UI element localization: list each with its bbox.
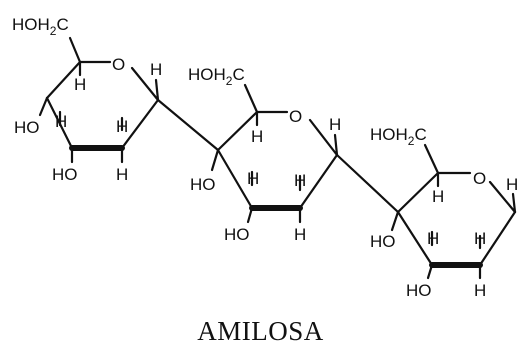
ring3-h-c1-label: H: [506, 175, 518, 194]
ring3-hoh2c-label: HOH2C: [370, 125, 427, 148]
glucose-ring-3: HOH2C O H H HO H H HO H: [370, 125, 518, 300]
ring1-ch2oh-bond: [68, 36, 82, 64]
ring3-h-c2b-label: H: [474, 281, 486, 300]
ring2-o-label: O: [289, 107, 302, 126]
ring3-bond-c4-c5: [396, 171, 440, 214]
ring1-bond-c1-c2: [120, 98, 160, 150]
ring1-ho-c3-label: HO: [52, 165, 78, 184]
ring2-h-c1-label: H: [329, 115, 341, 134]
ring3-ho-c3-bond: [426, 263, 434, 280]
diagram-caption: AMILOSA: [197, 316, 324, 346]
ring3-ch2oh-bond: [423, 143, 440, 175]
ring3-h-c1-bond: [511, 192, 517, 214]
ring1-ho-c4-bond: [38, 96, 49, 117]
ring1-h-c4-label: H: [55, 112, 67, 131]
ring1-bond-c4-c5: [45, 60, 82, 100]
glucose-ring-1: HOH2C O H H HO H H HO H: [12, 15, 162, 184]
ring2-h-c5-label: H: [251, 127, 263, 146]
ring2-hoh2c-label: HOH2C: [188, 65, 245, 88]
ring3-bond-c1-c2: [478, 210, 517, 267]
ring3-ho-c4-label: HO: [370, 232, 396, 251]
ring1-h-c1-label: H: [150, 60, 162, 79]
ring2-bond-o-c1: [308, 118, 339, 157]
ring3-h-c3-label: H: [427, 229, 439, 248]
glycosidic-bond-2: [335, 153, 400, 214]
ring2-ch2oh-bond: [243, 83, 259, 114]
ring3-bond-o-c1: [488, 180, 517, 214]
ring1-hoh2c-label: HOH2C: [12, 15, 69, 38]
ring3-bond-c3-c4: [396, 210, 434, 267]
ring1-h-c5-label: H: [74, 75, 86, 94]
ring1-bond-o-c1: [130, 66, 160, 102]
ring1-ho-c4-label: HO: [14, 118, 40, 137]
glucose-ring-2: HOH2C O H H HO H H HO H: [188, 65, 341, 244]
ring2-ho-c3-label: HO: [224, 225, 250, 244]
ring2-bond-c4-c5: [216, 110, 259, 152]
ring2-bond-c3-c4: [216, 148, 254, 210]
ring2-ho-c3-bond: [246, 206, 254, 224]
ring3-o-label: O: [473, 169, 486, 188]
ring1-o-label: O: [112, 55, 125, 74]
ring2-bond-c1-c2: [298, 153, 339, 210]
ring1-h-c1-bond: [154, 78, 160, 102]
ring3-h-c2-label: H: [474, 229, 486, 248]
ring2-h-c2-label: H: [294, 171, 306, 190]
ring3-ho-c4-bond: [390, 210, 400, 232]
ring1-h-c3-label: H: [116, 165, 128, 184]
ring1-h-c2-label: H: [116, 117, 128, 136]
ring2-h-c2b-label: H: [294, 225, 306, 244]
ring2-h-c3-label: H: [247, 169, 259, 188]
glycosidic-bond-1: [156, 98, 220, 152]
ring2-h-c1-bond: [333, 133, 339, 157]
ring2-ho-c4-bond: [210, 148, 220, 172]
ring2-ho-c4-label: HO: [190, 175, 216, 194]
ring3-h-c5-label: H: [432, 187, 444, 206]
ring3-ho-c3-label: HO: [406, 281, 432, 300]
